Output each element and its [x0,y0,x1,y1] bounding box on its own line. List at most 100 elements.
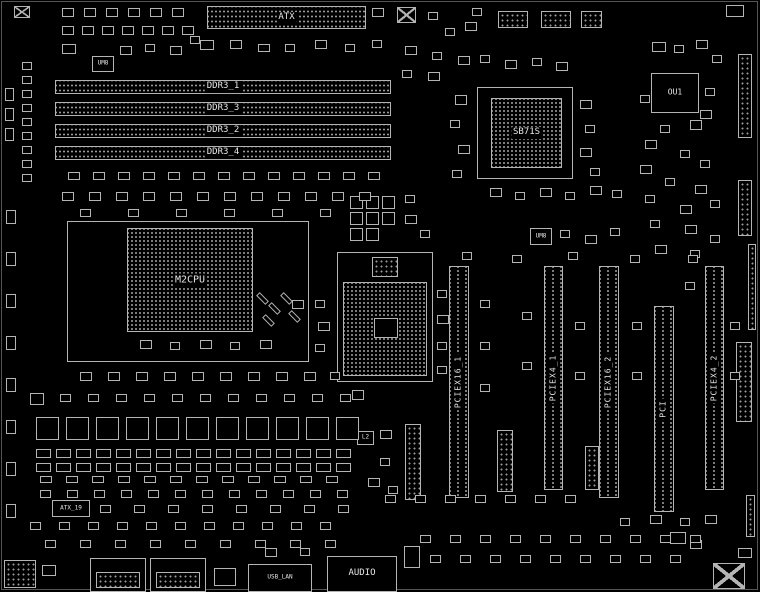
io-connector-bottom-left[interactable] [4,560,36,588]
smd-component [156,417,179,440]
edge-connector-2[interactable] [738,180,752,236]
smd-component [710,235,720,243]
smd-component [150,8,162,17]
edge-connector-4[interactable] [736,342,752,422]
smd-component [320,522,331,530]
smd-component [258,44,270,52]
smd-component [260,340,272,349]
smd-component [56,449,71,458]
smd-component [202,505,213,513]
smd-component [116,449,131,458]
southbridge-chip[interactable]: SB71S [491,98,562,168]
smd-component [262,522,273,530]
smd-component [388,486,398,494]
smd-component [340,394,351,402]
smd-component [490,188,502,197]
smd-component [304,372,316,381]
smd-component [612,190,622,198]
pciex16-2-slot-label: PCIEX16_2 [603,353,615,411]
smd-component [568,252,578,260]
smd-component [730,322,740,330]
smd-component [330,372,340,380]
smd-component [142,26,154,35]
usb-lan-connector[interactable]: USB_LAN [248,564,312,592]
smd-component [380,430,392,439]
smd-component [186,417,209,440]
smd-component [278,192,290,201]
pciex4-2-slot[interactable]: PCIEX4_2 [705,266,724,490]
smd-component [445,495,456,503]
smd-component [116,192,128,201]
smd-component [126,417,149,440]
front-panel-header[interactable] [405,424,421,500]
smd-component [62,192,74,201]
pin-header-top-3[interactable] [581,11,602,28]
smd-component [522,362,532,370]
pciex16-2-slot[interactable]: PCIEX16_2 [599,266,619,498]
ddr3-slot-2[interactable]: DDR3_2 [55,124,391,138]
smd-component [272,209,283,217]
smd-component [170,46,182,55]
atx-aux-power-connector-label: ATX_19 [58,504,84,513]
smd-component [700,110,712,119]
smd-component [222,476,234,483]
smd-component [318,172,330,180]
smd-component [22,90,32,98]
smd-component [248,372,260,381]
smd-component [136,463,151,472]
smd-component [316,449,331,458]
smd-component [315,344,325,352]
smd-component [170,342,180,350]
edge-connector-1[interactable] [738,54,752,138]
smd-component [565,495,576,503]
smd-component [176,449,191,458]
smd-component [22,62,32,70]
smd-component [650,515,662,524]
smd-component [118,172,130,180]
smd-component [121,490,132,498]
smd-component [420,230,430,238]
ou1-chip[interactable]: OU1 [651,73,699,113]
smd-component [144,476,156,483]
smd-component [590,168,600,176]
pciex16-1-slot[interactable]: PCIEX16_1 [449,266,469,498]
smd-component [196,463,211,472]
smd-component [243,172,255,180]
smd-component [580,555,591,563]
um8-chip-1-label: UM8 [95,59,111,69]
atx-aux-power-connector[interactable]: ATX_19 [52,500,90,517]
um8-chip-1[interactable]: UM8 [92,56,114,72]
smd-component [535,495,546,503]
usb-stack-2-inner [156,572,200,588]
smd-component [246,417,269,440]
smd-component [197,192,209,201]
pin-header-top-2[interactable] [541,11,571,28]
smd-component [193,172,205,180]
ddr3-slot-4[interactable]: DDR3_4 [55,146,391,160]
pin-header-top-1[interactable] [498,11,528,28]
cpu-chip[interactable]: M2CPU [127,228,253,332]
ddr3-slot-3[interactable]: DDR3_3 [55,102,391,116]
smd-component [700,160,710,168]
smd-component [690,120,702,130]
smd-component [352,390,364,400]
smd-component [236,505,247,513]
l2-inductor[interactable]: L2 [357,431,374,445]
audio-connector[interactable]: AUDIO [327,556,397,592]
smd-component [30,522,41,530]
smd-component [610,555,621,563]
ddr3-slot-1[interactable]: DDR3_1 [55,80,391,94]
um8-chip-2[interactable]: UM8 [530,228,552,245]
smd-component [685,225,697,234]
smd-component [220,540,231,548]
smd-component [6,210,16,224]
smd-component [520,555,531,563]
usb-header[interactable] [497,430,513,492]
pci-slot[interactable]: PCI [654,306,674,512]
pciex4-1-slot[interactable]: PCIEX4_1 [544,266,563,490]
smd-component [283,490,294,498]
smd-component [382,212,395,225]
audio-connector-label: AUDIO [346,568,378,580]
atx-power-connector[interactable]: ATX [207,6,366,29]
smd-component [318,322,330,331]
